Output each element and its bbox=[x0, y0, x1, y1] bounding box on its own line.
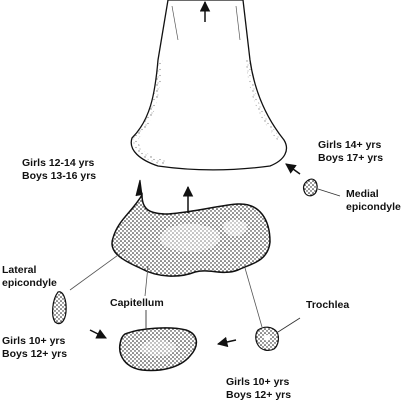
medial-arrow bbox=[285, 163, 301, 175]
lateral-timing-label: Girls 10+ yrs Boys 12+ yrs bbox=[2, 335, 68, 360]
lateral-arrow bbox=[89, 329, 107, 339]
trochlea-label: Trochlea bbox=[306, 299, 350, 311]
medial-epicondyle-ossicle bbox=[303, 178, 318, 197]
capitellum-label: Capitellum bbox=[110, 297, 164, 309]
lateral-epicondyle-label: Lateral epicondyle bbox=[2, 264, 57, 289]
capitellum-leader-a bbox=[144, 265, 149, 297]
distal-humeral-epiphysis bbox=[111, 179, 271, 277]
trochlea-label-leader bbox=[277, 317, 301, 333]
trochlea-arrow bbox=[216, 336, 237, 348]
lateral-epicondyle-ossicle bbox=[52, 291, 67, 325]
trochlea-leader bbox=[244, 267, 263, 328]
medial-timing-label: Girls 14+ yrs Boys 17+ yrs bbox=[318, 139, 384, 164]
trochlea-timing-label: Girls 10+ yrs Boys 12+ yrs bbox=[226, 376, 292, 401]
lateral-leader bbox=[69, 249, 126, 291]
humerus-metaphysis bbox=[130, 0, 288, 171]
medial-label-leader bbox=[317, 188, 341, 197]
capitellum-ossicle bbox=[118, 327, 198, 372]
humerus-timing-label: Girls 12-14 yrs Boys 13-16 yrs bbox=[22, 157, 97, 182]
medial-epicondyle-label: Medial epicondyle bbox=[346, 188, 401, 213]
